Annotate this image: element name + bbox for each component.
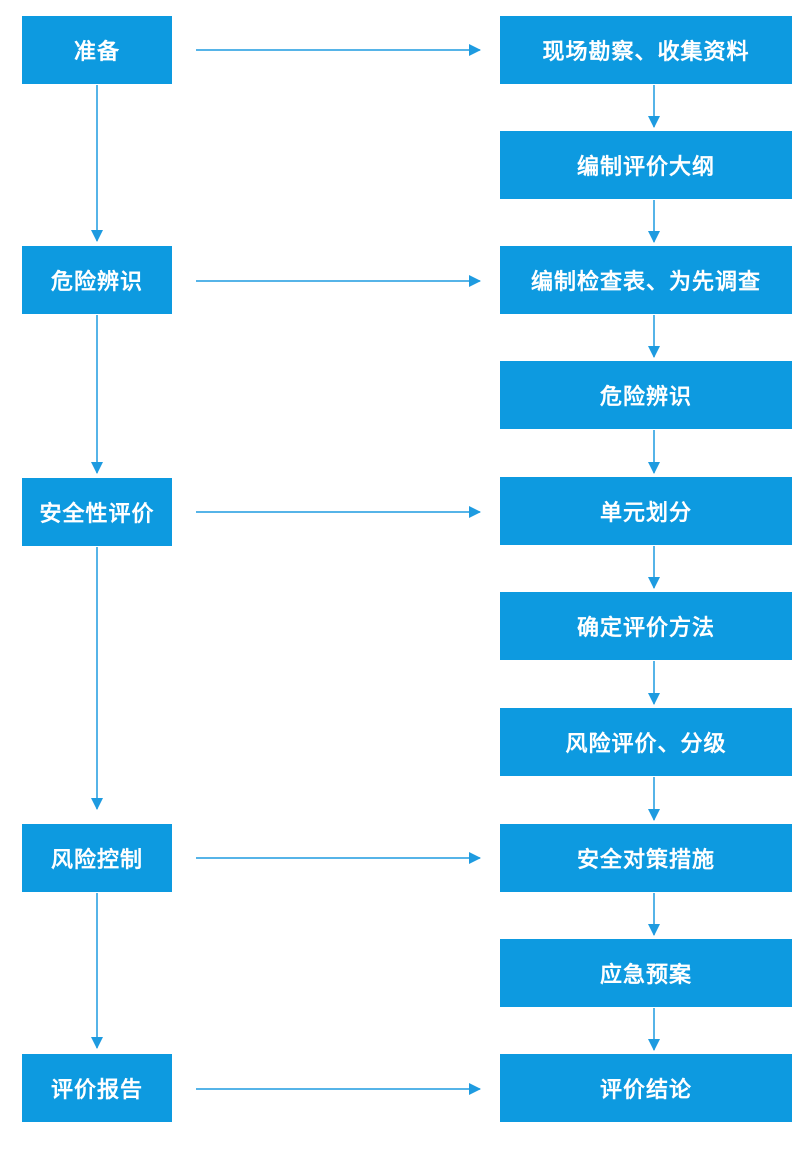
task-evaluation-conclusion: 评价结论 [500,1054,792,1122]
task-risk-grading: 风险评价、分级 [500,708,792,776]
task-evaluation-method: 确定评价方法 [500,592,792,660]
step-evaluation-report: 评价报告 [22,1054,172,1122]
task-unit-division: 单元划分 [500,477,792,545]
task-evaluation-outline: 编制评价大纲 [500,131,792,199]
task-hazard-identification: 危险辨识 [500,361,792,429]
step-safety-evaluation: 安全性评价 [22,478,172,546]
step-risk-control: 风险控制 [22,824,172,892]
task-emergency-plan: 应急预案 [500,939,792,1007]
task-site-survey: 现场勘察、收集资料 [500,16,792,84]
step-preparation: 准备 [22,16,172,84]
task-checklist: 编制检查表、为先调查 [500,246,792,314]
step-hazard-identification: 危险辨识 [22,246,172,314]
task-safety-measures: 安全对策措施 [500,824,792,892]
